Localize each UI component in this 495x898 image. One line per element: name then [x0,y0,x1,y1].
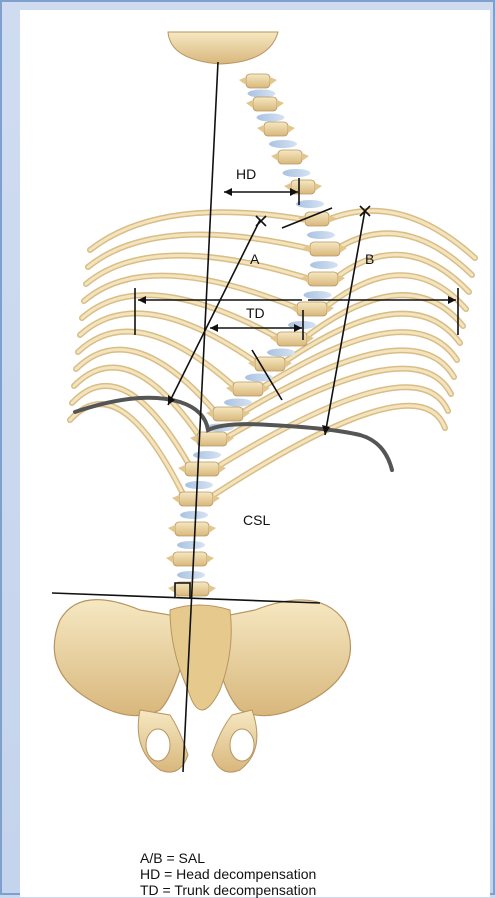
vertebra [257,122,295,136]
vertebra [246,97,284,111]
vertebra [168,522,216,536]
intervertebral-disc [283,169,311,177]
label-a: A [250,252,259,266]
intervertebral-disc [180,511,208,519]
vertebra [178,462,226,476]
intervertebral-disc [185,481,213,489]
skull-base [168,32,278,64]
label-csl: CSL [243,513,270,527]
intervertebral-disc [267,349,295,357]
intervertebral-disc [177,571,205,579]
x-mark-a [256,216,266,226]
intervertebral-disc [310,261,338,269]
rib [70,404,186,500]
intervertebral-disc [304,291,332,299]
scoliosis-illustration [20,10,490,897]
legend-item-td: TD = Trunk decompensation [140,882,316,898]
legend-item-hd: HD = Head decompensation [140,866,316,882]
legend-item-sal: A/B = SAL [140,850,316,866]
label-b: B [365,252,374,266]
intervertebral-disc [177,541,205,549]
label-td: TD [246,306,265,320]
vertebra [271,150,309,164]
intervertebral-disc [257,114,285,122]
intervertebral-disc [224,399,252,407]
vertebra [166,552,214,566]
intervertebral-disc [296,200,324,208]
figure-panel: HD A B TD CSL A/B = SAL HD = Head decomp… [20,10,490,897]
legend: A/B = SAL HD = Head decompensation TD = … [140,850,316,898]
pelvis [54,600,350,772]
label-hd: HD [236,167,256,181]
intervertebral-disc [269,140,297,148]
vertebra [239,74,277,88]
intervertebral-disc [307,231,335,239]
intervertebral-disc [248,90,276,98]
intervertebral-disc [193,451,221,459]
